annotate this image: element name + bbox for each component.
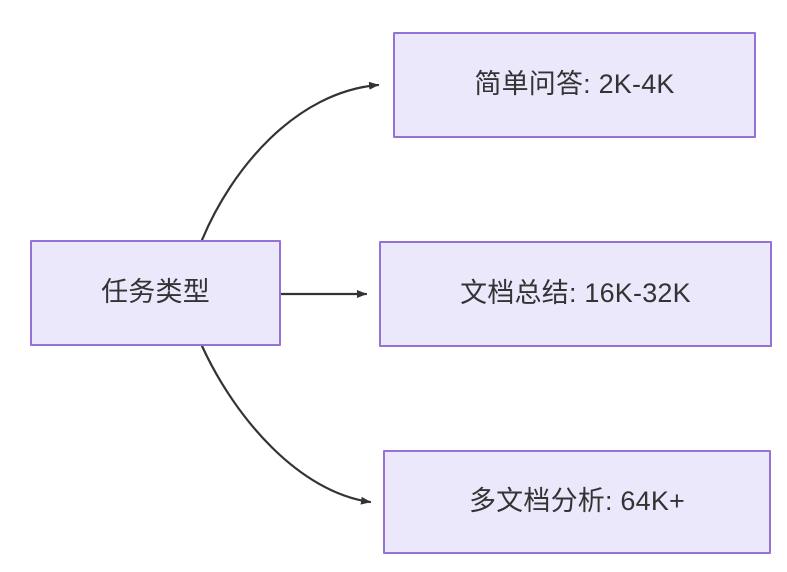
- node-multi-doc-analysis-label: 多文档分析: 64K+: [468, 486, 685, 517]
- node-doc-summary-label: 文档总结: 16K-32K: [460, 278, 691, 309]
- node-task-type-label: 任务类型: [101, 277, 210, 308]
- edge-source-to-multi-doc: [200, 344, 372, 505]
- edge-source-to-simple-qa: [200, 81, 380, 242]
- node-doc-summary[interactable]: 文档总结: 16K-32K: [379, 241, 772, 347]
- node-simple-qa-label: 简单问答: 2K-4K: [474, 69, 675, 100]
- node-simple-qa[interactable]: 简单问答: 2K-4K: [393, 32, 756, 138]
- node-task-type[interactable]: 任务类型: [30, 240, 281, 346]
- node-multi-doc-analysis[interactable]: 多文档分析: 64K+: [383, 450, 771, 554]
